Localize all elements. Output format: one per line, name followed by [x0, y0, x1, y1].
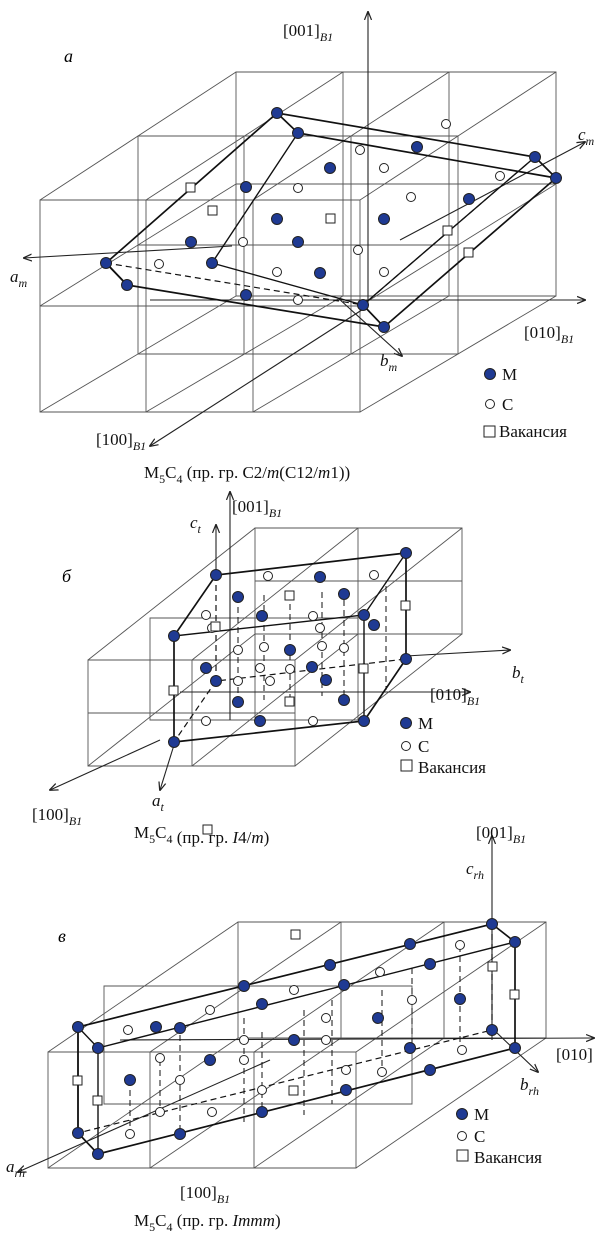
panel-b-label-at: at	[152, 791, 165, 814]
panel-a-axes	[24, 12, 585, 446]
panel-b-legend: M C Вакансия	[400, 714, 486, 777]
panel-a-axis-am	[24, 245, 233, 258]
legend-carbon-marker	[401, 741, 411, 751]
panel-b-label-100: [100]B1	[32, 805, 82, 828]
panel-b-axes	[50, 492, 510, 790]
panel-a-labels: [001]B1 [010]B1 [100]B1 am bm cm	[10, 21, 595, 453]
panel-c-label-100: [100]B1	[180, 1183, 230, 1206]
panel-c-label-arh: arh	[6, 1157, 25, 1180]
legend-vacancy-marker	[483, 425, 496, 438]
panel-a-label-010: [010]B1	[524, 323, 574, 346]
panel-c-letter: в	[58, 926, 66, 946]
panel-c-caption: M5C4 (пр. гр. Immm)	[134, 1211, 281, 1234]
legend-carbon-marker	[457, 1131, 467, 1141]
legend-carbon-label: C	[474, 1127, 485, 1146]
panel-b-atoms	[168, 547, 412, 748]
panel-a: а	[10, 12, 595, 486]
panel-c: в	[6, 823, 594, 1234]
panel-b: б	[32, 492, 525, 847]
panel-b-caption-vacancy-icon	[202, 824, 213, 835]
panel-a-label-cm: cm	[578, 125, 595, 148]
panel-b-label-bt: bt	[512, 663, 525, 686]
legend-carbon-label: C	[418, 737, 429, 756]
panel-c-label-001: [001]B1	[476, 823, 526, 846]
panel-b-axis-bt	[405, 650, 510, 657]
legend-vacancy-marker	[456, 1149, 469, 1162]
legend-carbon-marker	[485, 399, 495, 409]
panel-c-label-brh: brh	[520, 1075, 539, 1098]
legend-carbon-label: C	[502, 395, 513, 414]
panel-a-label-100: [100]B1	[96, 430, 146, 453]
panel-b-label-ct: ct	[190, 513, 202, 536]
legend-vacancy-label: Вакансия	[474, 1148, 542, 1167]
legend-metal-label: M	[474, 1105, 489, 1124]
panel-b-label-001: [001]B1	[232, 497, 282, 520]
panel-b-letter: б	[62, 566, 72, 586]
legend-metal-marker	[484, 368, 496, 380]
panel-b-axis-at	[160, 744, 175, 790]
panel-a-axis-cm	[399, 142, 585, 241]
legend-vacancy-label: Вакансия	[418, 758, 486, 777]
panel-a-legend: M C Вакансия	[483, 365, 567, 441]
panel-b-axis-100	[50, 739, 161, 790]
panel-a-axis-bm	[337, 297, 402, 356]
legend-metal-marker	[400, 717, 412, 729]
panel-b-label-010: [010]B1	[430, 685, 480, 708]
panel-c-labels: [001]B1 crh [010] brh arh [100]B1	[6, 823, 593, 1206]
legend-metal-label: M	[502, 365, 517, 384]
panel-c-label-crh: crh	[466, 859, 484, 882]
panel-b-caption: M5C4 (пр. гр. I4/m)	[134, 823, 269, 847]
panel-c-atoms	[72, 918, 521, 1160]
panel-a-letter: а	[64, 46, 73, 66]
panel-a-caption: M5C4 (пр. гр. C2/m(C12/m1))	[144, 463, 350, 486]
legend-vacancy-label: Вакансия	[499, 422, 567, 441]
panel-a-label-001: [001]B1	[283, 21, 333, 44]
panel-b-labels: [001]B1 ct bt [010]B1 [100]B1 at	[32, 497, 525, 828]
panel-a-axis-100	[150, 305, 369, 446]
panel-c-legend: M C Вакансия	[456, 1105, 542, 1167]
legend-metal-label: M	[418, 714, 433, 733]
panel-a-label-bm: bm	[380, 351, 398, 374]
panel-a-label-am: am	[10, 267, 28, 290]
panel-a-atoms	[100, 107, 562, 333]
panel-c-label-010: [010]	[556, 1045, 593, 1064]
legend-vacancy-marker	[400, 759, 413, 772]
legend-metal-marker	[456, 1108, 468, 1120]
panel-b-grid-lines	[87, 527, 463, 767]
